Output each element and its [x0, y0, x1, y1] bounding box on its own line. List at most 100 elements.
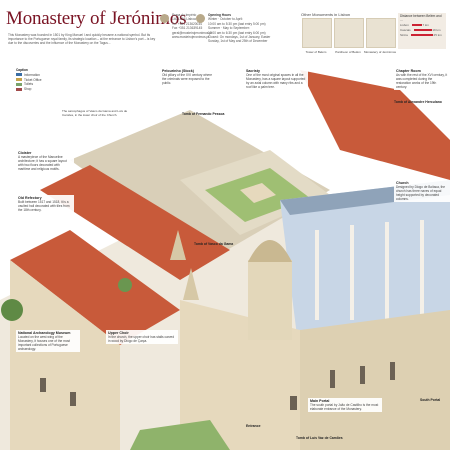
callout-text: In the church, the upper choir has stall… — [108, 335, 175, 343]
distance-bar — [410, 34, 433, 37]
callout-archaeology-museum: National Archaeology Museum Located on t… — [16, 330, 80, 352]
callout-text: As with the rest of the XVI century, it … — [396, 73, 448, 89]
page-title: Monastery of Jerónimos — [6, 8, 187, 29]
tree-2 — [118, 278, 132, 292]
info-swatch — [16, 73, 22, 77]
distance-row: Sintra 25 km — [398, 33, 446, 38]
callout-text: Built between 1517 and 1518, it is a vau… — [18, 200, 70, 212]
contact-block: Praça do Império 1400-206 Lisboa Tel. +3… — [172, 13, 212, 39]
label-tomb-alexandre: Tomb of Alexandre Herculano — [394, 100, 442, 104]
callout-text: Located on the west wing of the Monaster… — [18, 335, 71, 351]
spire-2 — [183, 268, 199, 300]
museum-roof — [10, 230, 180, 345]
distance-value: 19 km — [432, 28, 441, 32]
label-tomb-camoes: Tomb of Luís Vaz de Camões — [296, 436, 343, 440]
callout-title: Main Portal — [310, 399, 330, 403]
callout-text: Old pillory of the XVI century where the… — [162, 73, 212, 85]
label-south-portal: South Portal — [420, 398, 441, 402]
contact-line: Tel. +351 213620034 — [172, 21, 202, 26]
clock-icon — [196, 14, 205, 23]
window-4 — [290, 396, 297, 410]
chapter-room-roof — [300, 70, 450, 180]
church-pillar-3 — [385, 222, 389, 320]
caption-heading: Caption — [16, 68, 28, 72]
callout-sacristy: Sacristy One of the most original spaces… — [244, 68, 308, 90]
hours-line: Summer · May to September: — [208, 26, 250, 31]
callout-text: The sarcophagus of Vasco da Gama and Luí… — [62, 109, 128, 117]
legend-item: Ticket Office — [16, 78, 68, 83]
distance-label: Lisbon — [400, 23, 409, 27]
callout-tombs-caption: The sarcophagus of Vasco da Gama and Luí… — [60, 108, 134, 118]
toilet-swatch — [16, 83, 22, 87]
thumbnail-caption: Tower of Belém — [305, 50, 327, 54]
opening-hours-block: Opening Hours Winter · October to April:… — [208, 13, 290, 44]
callout-chapter-room: Chapter Room As with the rest of the XVI… — [394, 68, 450, 90]
contact-line: www.mosteirojeronimos.pt — [172, 35, 210, 40]
callout-title: Cloister — [18, 151, 32, 155]
hours-line: 10:00 am to 6:30 pm (last entry 6:00 pm) — [208, 30, 266, 35]
spire-1 — [170, 230, 186, 260]
hours-line: Sunday, 1st of May and 25th of December — [208, 39, 268, 44]
window-6 — [70, 392, 76, 406]
museum-facade — [10, 260, 120, 450]
church-pillar-1 — [315, 230, 319, 320]
callout-text: The south portal by João de Castilho is … — [310, 403, 379, 411]
callout-main-portal: Main Portal The south portal by João de … — [308, 398, 382, 412]
thumbnails-title: Other Monuments in Lisbon — [301, 12, 351, 17]
distance-row: Lisbon 7 km — [398, 23, 446, 28]
garden-center — [240, 183, 276, 203]
callout-title: National Archaeology Museum — [18, 331, 71, 335]
distance-box: Distance between Belém and ... Lisbon 7 … — [398, 13, 446, 49]
distance-bar — [413, 29, 432, 32]
contact-line: Praça do Império — [172, 13, 197, 17]
callout-title: Upper Choir — [108, 331, 129, 335]
legend-item: Information — [16, 73, 68, 78]
distance-label: Sintra — [400, 33, 408, 37]
thumbnail-caption: Monastery of Jerónimos — [363, 50, 396, 54]
label-tomb-vasco: Tomb of Vasco da Gama — [194, 242, 234, 246]
window-3 — [390, 362, 395, 380]
tree-1 — [1, 299, 23, 321]
thumbnail-monastery — [366, 18, 396, 48]
legend-label: Shop — [24, 87, 32, 92]
location-icon — [160, 14, 169, 23]
church-pillar-4 — [420, 220, 424, 320]
callout-text: A masterpiece of the Manueline architect… — [18, 155, 67, 171]
thumbnail-pantheon — [334, 18, 364, 48]
callout-title: Sacristy — [246, 69, 260, 73]
thumbnail-caption: Pantheon of Belém — [335, 50, 361, 54]
legend-label: Information — [24, 72, 40, 77]
hours-line: 10:00 am to 5:30 pm (last entry 5:00 pm) — [208, 21, 266, 26]
callout-pelourinho: Pelourinho (Stock) Old pillory of the XV… — [160, 68, 216, 86]
label-entrance: Entrance — [246, 424, 261, 428]
front-lawn — [130, 420, 230, 450]
south-facade-right — [300, 310, 450, 450]
intro-text: This Monastery was founded in 1501 by Ki… — [8, 33, 156, 46]
contact-line: 1400-206 Lisboa — [172, 17, 196, 22]
window-5 — [40, 378, 46, 392]
legend-item: Toilets — [16, 82, 68, 87]
ticket-swatch — [16, 78, 22, 82]
window-2 — [360, 366, 365, 384]
dome-tower-body — [248, 260, 292, 340]
contact-line: Fax +351 213639145 — [172, 26, 203, 31]
callout-title: Pelourinho (Stock) — [162, 69, 194, 73]
callout-church: Church Designed by Diogo de Boitaca, the… — [394, 180, 450, 202]
callout-upper-choir: Upper Choir In the church, the upper cho… — [106, 330, 178, 344]
distance-value: 7 km — [422, 23, 430, 27]
dome-tower-cupola — [248, 240, 292, 262]
callout-cloister: Cloister A masterpiece of the Manueline … — [16, 150, 74, 172]
legend-item: Shop — [16, 87, 68, 92]
shop-swatch — [16, 87, 22, 91]
contact-line: geral@mosteirojeronimos.pt — [172, 30, 212, 35]
label-tomb-fernando: Tomb of Fernando Pessoa — [182, 112, 225, 116]
window-1 — [330, 370, 335, 388]
callout-text: One of the most original spaces in all t… — [246, 73, 306, 89]
hours-line: Closed: On mondays, 1st of January, East… — [208, 35, 271, 40]
legend-label: Ticket Office — [24, 77, 42, 82]
distance-row: Cascais 19 km — [398, 28, 446, 33]
distance-value: 25 km — [433, 33, 442, 37]
callout-title: Chapter Room — [396, 69, 421, 73]
